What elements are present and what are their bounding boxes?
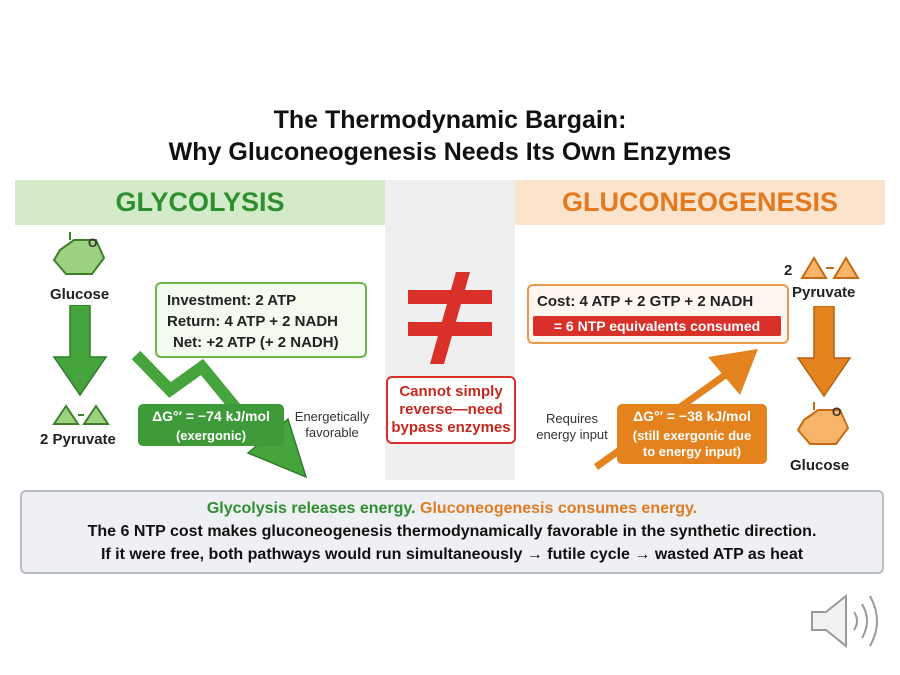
bypass-note-line-2: reverse—need — [399, 401, 503, 418]
gluconeogenesis-note-line-2: to energy input) — [642, 444, 742, 459]
not-equal-icon — [408, 272, 492, 364]
pyruvate-triangles-icon — [52, 404, 110, 425]
return-text: Return: 4 ATP + 2 NADH — [167, 313, 338, 330]
glucose-ring-orange-icon — [796, 402, 850, 445]
favorable-note: Energetically favorable — [288, 409, 376, 441]
title-line-2: Why Gluconeogenesis Needs Its Own Enzyme… — [168, 138, 732, 166]
net-text: Net: +2 ATP (+ 2 NADH) — [173, 334, 339, 351]
gluconeogenesis-delta-g: ΔG°′ = −38 kJ/mol — [633, 408, 751, 424]
ring-oxygen-label-right: O — [832, 405, 842, 419]
gluconeogenesis-header: GLUCONEOGENESIS — [515, 180, 885, 225]
cost-text: Cost: 4 ATP + 2 GTP + 2 NADH — [537, 293, 754, 310]
requires-note-line-2: energy input — [536, 427, 608, 442]
glycolysis-delta-g: ΔG°′ = −74 kJ/mol — [152, 408, 270, 424]
gluconeogenesis-down-arrow-icon — [796, 306, 852, 398]
investment-text: Investment: 2 ATP — [167, 292, 297, 309]
ring-oxygen-label: O — [88, 236, 98, 250]
glucose-ring-icon — [52, 232, 106, 275]
summary-line-2: The 6 NTP cost makes gluconeogenesis the… — [87, 523, 817, 540]
favorable-note-line-2: favorable — [305, 425, 359, 440]
glycolysis-down-arrow-icon — [52, 305, 108, 397]
ntp-total-band: = 6 NTP equivalents consumed — [533, 316, 781, 336]
summary-line-3: If it were free, both pathways would run… — [100, 546, 804, 563]
title-line-1: The Thermodynamic Bargain: — [273, 106, 627, 134]
glycolysis-exergonic-note: (exergonic) — [175, 428, 247, 443]
pyruvate-triangles-orange-icon — [800, 256, 860, 279]
pyruvate-count: 2 — [784, 262, 793, 279]
summary-gluconeogenesis-text: Gluconeogenesis consumes energy. — [420, 500, 698, 517]
bypass-note-box: Cannot simply reverse—need bypass enzyme… — [386, 376, 516, 444]
gluconeogenesis-cost-box: Cost: 4 ATP + 2 GTP + 2 NADH = 6 NTP equ… — [527, 284, 789, 344]
gluconeogenesis-start-molecule: Pyruvate — [792, 284, 856, 301]
summary-line-1: Glycolysis releases energy. Gluconeogene… — [22, 500, 882, 518]
glycolysis-energy-box: Investment: 2 ATP Return: 4 ATP + 2 NADH… — [155, 282, 367, 358]
summary-glycolysis-text: Glycolysis releases energy. — [206, 500, 416, 517]
gluconeogenesis-delta-g-badge: ΔG°′ = −38 kJ/mol (still exergonic due t… — [617, 404, 767, 464]
favorable-note-line-1: Energetically — [294, 409, 370, 424]
glycolysis-header: GLYCOLYSIS — [15, 180, 385, 225]
speaker-icon[interactable] — [808, 592, 884, 650]
requires-energy-note: Requires energy input — [530, 411, 614, 443]
bypass-note-line-3: bypass enzymes — [391, 419, 511, 436]
bypass-note-line-1: Cannot simply — [399, 383, 503, 400]
summary-box: Glycolysis releases energy. Gluconeogene… — [20, 490, 884, 574]
glycolysis-end-molecule: 2 Pyruvate — [40, 431, 116, 448]
glycolysis-delta-g-badge: ΔG°′ = −74 kJ/mol (exergonic) — [138, 404, 284, 446]
glycolysis-start-molecule: Glucose — [50, 286, 110, 303]
gluconeogenesis-note-line-1: (still exergonic due — [632, 428, 752, 443]
requires-note-line-1: Requires — [545, 411, 599, 426]
gluconeogenesis-end-molecule: Glucose — [790, 457, 850, 474]
